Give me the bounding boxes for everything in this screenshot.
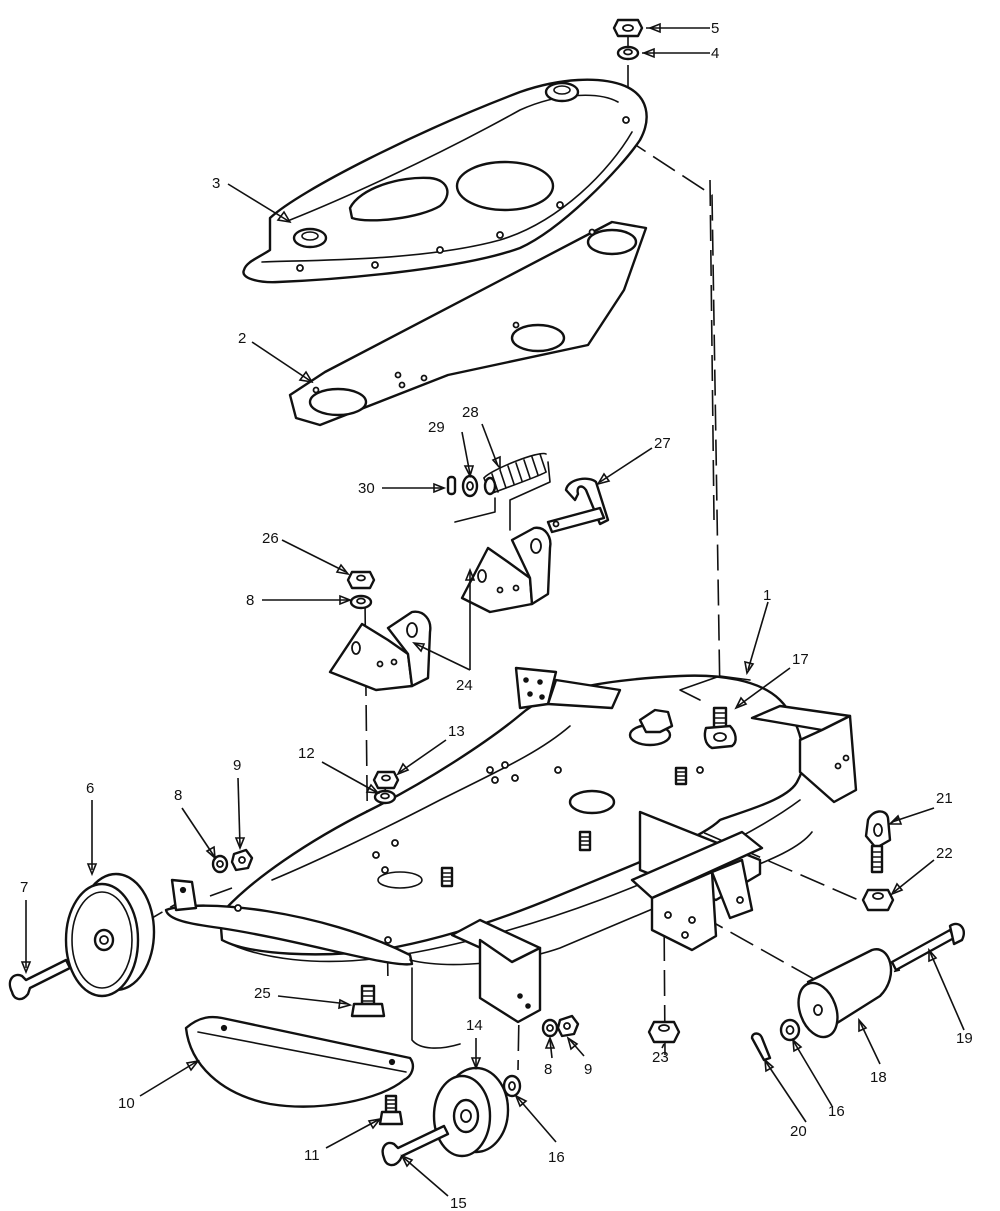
callout-15: 15: [450, 1195, 467, 1211]
callout-28: 28: [462, 404, 479, 421]
callout-2: 2: [238, 330, 246, 347]
part-22-nut: [861, 888, 895, 912]
part-28-spring: [483, 452, 547, 496]
part-15-bolt: [381, 1124, 450, 1167]
callout-8c: 8: [544, 1061, 552, 1078]
part-2-plate: [288, 220, 648, 427]
callout-4: 4: [711, 45, 719, 62]
callout-1: 1: [763, 587, 771, 604]
part-27-rod: [546, 477, 610, 534]
callout-10: 10: [118, 1095, 135, 1112]
callout-27: 27: [654, 435, 671, 452]
callout-9a: 9: [233, 757, 241, 774]
part-17-bolt: [703, 706, 737, 750]
callout-16b: 16: [548, 1149, 565, 1166]
callout-21: 21: [936, 790, 953, 807]
callout-8a: 8: [246, 592, 254, 609]
part-25-bolt: [350, 984, 386, 1018]
part-5-nut: [612, 18, 644, 38]
part-13-nut: [372, 770, 400, 790]
part-3-top-cover: [242, 78, 648, 284]
part-29-washer: [461, 474, 479, 498]
part-14-wheel: [432, 1066, 510, 1158]
part-19-axle-bolt: [890, 922, 965, 972]
part-4-washer: [616, 45, 640, 61]
callout-12: 12: [298, 745, 315, 762]
callout-3: 3: [212, 175, 220, 192]
part-16-washer-rear: [779, 1018, 801, 1042]
deck-rear-bracket: [630, 830, 764, 952]
callout-26: 26: [262, 530, 279, 547]
callout-8b: 8: [174, 787, 182, 804]
part-7-bolt: [8, 958, 72, 1001]
callout-7: 7: [20, 879, 28, 896]
callout-17: 17: [792, 651, 809, 668]
callout-labels: 5 4 3 2 28 29 27 30 26 8 1 17 24 13 12 9…: [20, 20, 973, 1211]
callout-30: 30: [358, 480, 375, 497]
part-23-nut: [647, 1020, 681, 1044]
callout-18: 18: [870, 1069, 887, 1086]
callout-11: 11: [304, 1147, 320, 1164]
callout-6: 6: [86, 780, 94, 797]
part-20-pin: [750, 1032, 772, 1062]
callout-25: 25: [254, 985, 271, 1002]
part-8-washer-front: [541, 1018, 559, 1038]
part-16-washer-front: [502, 1074, 522, 1098]
callout-9b: 9: [584, 1061, 592, 1078]
deck-bolt-stud: [440, 766, 688, 888]
part-10-deflector: [184, 1015, 415, 1108]
part-8-washer-upper: [349, 594, 373, 610]
callout-20: 20: [790, 1123, 807, 1140]
part-18-roller: [797, 948, 893, 1039]
callout-23: 23: [652, 1049, 669, 1066]
part-30-pin: [446, 475, 457, 496]
part-6-wheel: [64, 872, 156, 998]
callout-5: 5: [711, 20, 719, 37]
callout-22: 22: [936, 845, 953, 862]
part-24-bracket-upper: [460, 526, 552, 614]
callout-16a: 16: [828, 1103, 845, 1120]
callout-14: 14: [466, 1017, 483, 1034]
part-9-nut-left: [230, 848, 254, 872]
part-8-washer-left: [211, 854, 229, 874]
part-9-nut-front: [556, 1014, 580, 1038]
callout-13: 13: [448, 723, 465, 740]
callout-24: 24: [456, 677, 473, 694]
callout-29: 29: [428, 419, 445, 436]
part-24-bracket-lower: [328, 610, 432, 692]
deck-left-bracket: [170, 878, 198, 912]
part-12-washer: [373, 789, 397, 805]
part-26-nut: [346, 570, 376, 590]
part-21-eyebolt: [864, 810, 892, 874]
deck-right-bracket: [750, 704, 858, 804]
deck-front-bracket: [450, 918, 542, 1024]
leader-lines: [20, 22, 965, 1197]
part-11-bolt: [378, 1094, 404, 1126]
callout-19: 19: [956, 1030, 973, 1047]
